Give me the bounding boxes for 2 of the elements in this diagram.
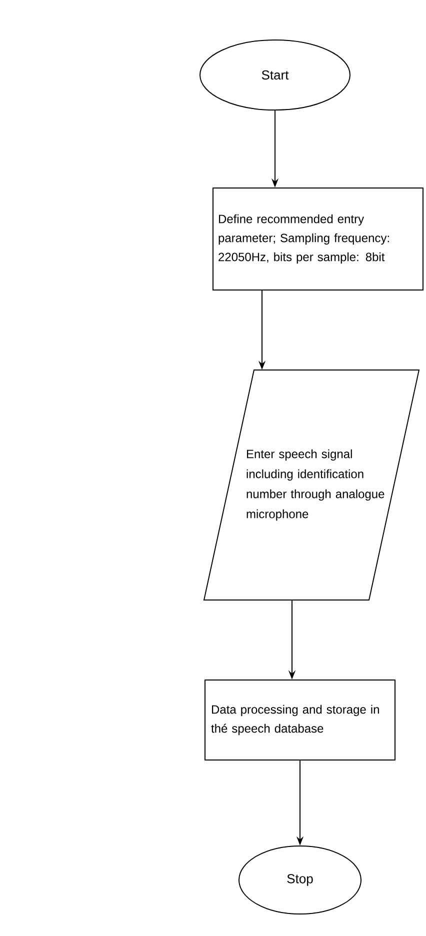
process-box: Data processing and storage in thé speech database (204, 680, 396, 760)
process-box: Define recommended entry parameter; Sampling frequency: 22050Hz, bits per sample: 8bit (212, 188, 424, 290)
